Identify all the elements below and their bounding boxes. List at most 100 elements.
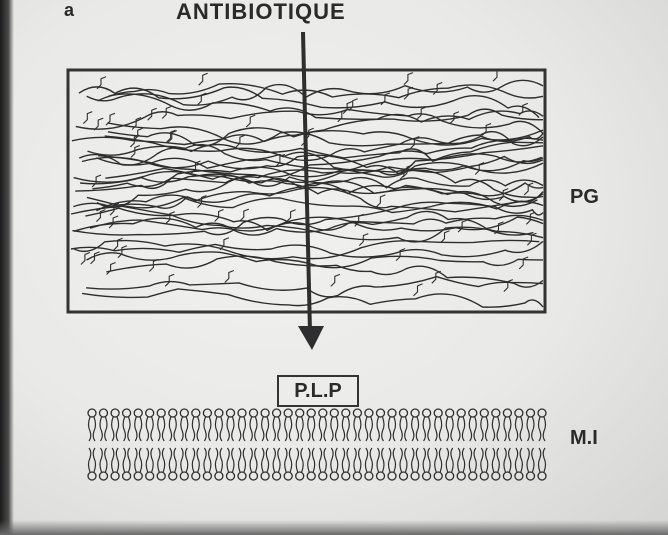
lipid-tail <box>435 417 442 441</box>
lipid-tail <box>181 417 188 441</box>
lipid-head <box>319 409 327 417</box>
lipid-head <box>330 409 338 417</box>
lipid-head <box>330 472 338 480</box>
glycan-strand <box>86 277 543 297</box>
peptide-crosslink <box>134 128 143 140</box>
lipid-head <box>538 472 546 480</box>
lipid-head <box>457 409 465 417</box>
lipid-head <box>480 409 488 417</box>
lipid-head <box>538 409 546 417</box>
lipid-tail <box>296 448 303 472</box>
lipid-tail <box>100 417 107 441</box>
lipid-tail <box>239 417 246 441</box>
lipid-tail <box>319 417 326 441</box>
lipid-head <box>250 472 258 480</box>
lipid-head <box>203 409 211 417</box>
lipid-head <box>446 409 454 417</box>
lipid-head <box>527 409 535 417</box>
lipid-head <box>457 472 465 480</box>
peptide-crosslink <box>215 210 224 222</box>
lipid-head <box>180 409 188 417</box>
lipid-tail <box>527 417 534 441</box>
lipid-head <box>123 472 131 480</box>
lipid-tail <box>123 417 130 441</box>
lipid-head <box>515 409 523 417</box>
lipid-tail <box>100 448 107 472</box>
lipid-tail <box>492 417 499 441</box>
lipid-tail <box>469 448 476 472</box>
lipid-tail <box>412 417 419 441</box>
peptide-crosslink <box>519 103 528 115</box>
lipid-tail <box>365 417 372 441</box>
lipid-head <box>273 472 281 480</box>
antibiotic-arrow-head <box>298 326 324 350</box>
peptide-crosslink <box>417 107 426 119</box>
lipid-tail <box>308 448 315 472</box>
lipid-head <box>469 409 477 417</box>
lipid-tail <box>123 448 130 472</box>
lipid-tail <box>469 417 476 441</box>
lipid-head <box>353 409 361 417</box>
lipid-tail <box>215 448 222 472</box>
lipid-tail <box>458 448 465 472</box>
lipid-tail <box>446 448 453 472</box>
lipid-head <box>227 409 235 417</box>
lipid-tail <box>250 417 257 441</box>
lipid-tail <box>377 417 384 441</box>
peptide-crosslink <box>246 115 255 127</box>
lipid-tail <box>262 417 269 441</box>
lipid-head <box>169 409 177 417</box>
lipid-tail <box>112 448 119 472</box>
lipid-head <box>261 409 269 417</box>
lipid-tail <box>389 417 396 441</box>
lipid-tail <box>423 417 430 441</box>
lipid-tail <box>527 448 534 472</box>
lipid-head <box>273 409 281 417</box>
lipid-head <box>146 409 154 417</box>
lipid-tail <box>308 417 315 441</box>
lipid-tail <box>354 448 361 472</box>
lipid-tail <box>158 417 165 441</box>
lipid-tail <box>227 417 234 441</box>
lipid-head <box>307 472 315 480</box>
lipid-head <box>238 409 246 417</box>
lipid-tail <box>146 417 153 441</box>
lipid-tail <box>515 417 522 441</box>
lipid-head <box>192 409 200 417</box>
lipid-head <box>492 472 500 480</box>
lipid-head <box>388 409 396 417</box>
lipid-head <box>169 472 177 480</box>
plp-box: P.L.P <box>277 375 359 407</box>
lipid-head <box>423 472 431 480</box>
lipid-tail <box>504 417 511 441</box>
lipid-head <box>319 472 327 480</box>
lipid-head <box>503 472 511 480</box>
lipid-tail <box>515 448 522 472</box>
lipid-head <box>100 409 108 417</box>
lipid-head <box>215 472 223 480</box>
lipid-tail <box>204 448 211 472</box>
peptide-crosslink <box>225 271 234 283</box>
lipid-tail <box>215 417 222 441</box>
lipid-head <box>261 472 269 480</box>
lipid-tail <box>377 448 384 472</box>
panel-label: a <box>64 0 74 21</box>
peptide-crosslink <box>165 274 174 286</box>
lipid-head <box>480 472 488 480</box>
lipid-tail <box>331 417 338 441</box>
lipid-head <box>377 409 385 417</box>
lipid-tail <box>135 448 142 472</box>
peptide-crosslink <box>199 73 208 85</box>
lipid-tail <box>389 448 396 472</box>
peptide-crosslink <box>166 212 175 224</box>
lipid-tail <box>400 417 407 441</box>
inner-membrane-bilayer <box>88 409 546 480</box>
lipid-tail <box>354 417 361 441</box>
lipid-tail <box>400 448 407 472</box>
lipid-tail <box>296 417 303 441</box>
lipid-head <box>180 472 188 480</box>
lipid-tail <box>319 448 326 472</box>
lipid-tail <box>89 417 96 441</box>
lipid-tail <box>135 417 142 441</box>
peptide-crosslink <box>220 238 229 250</box>
